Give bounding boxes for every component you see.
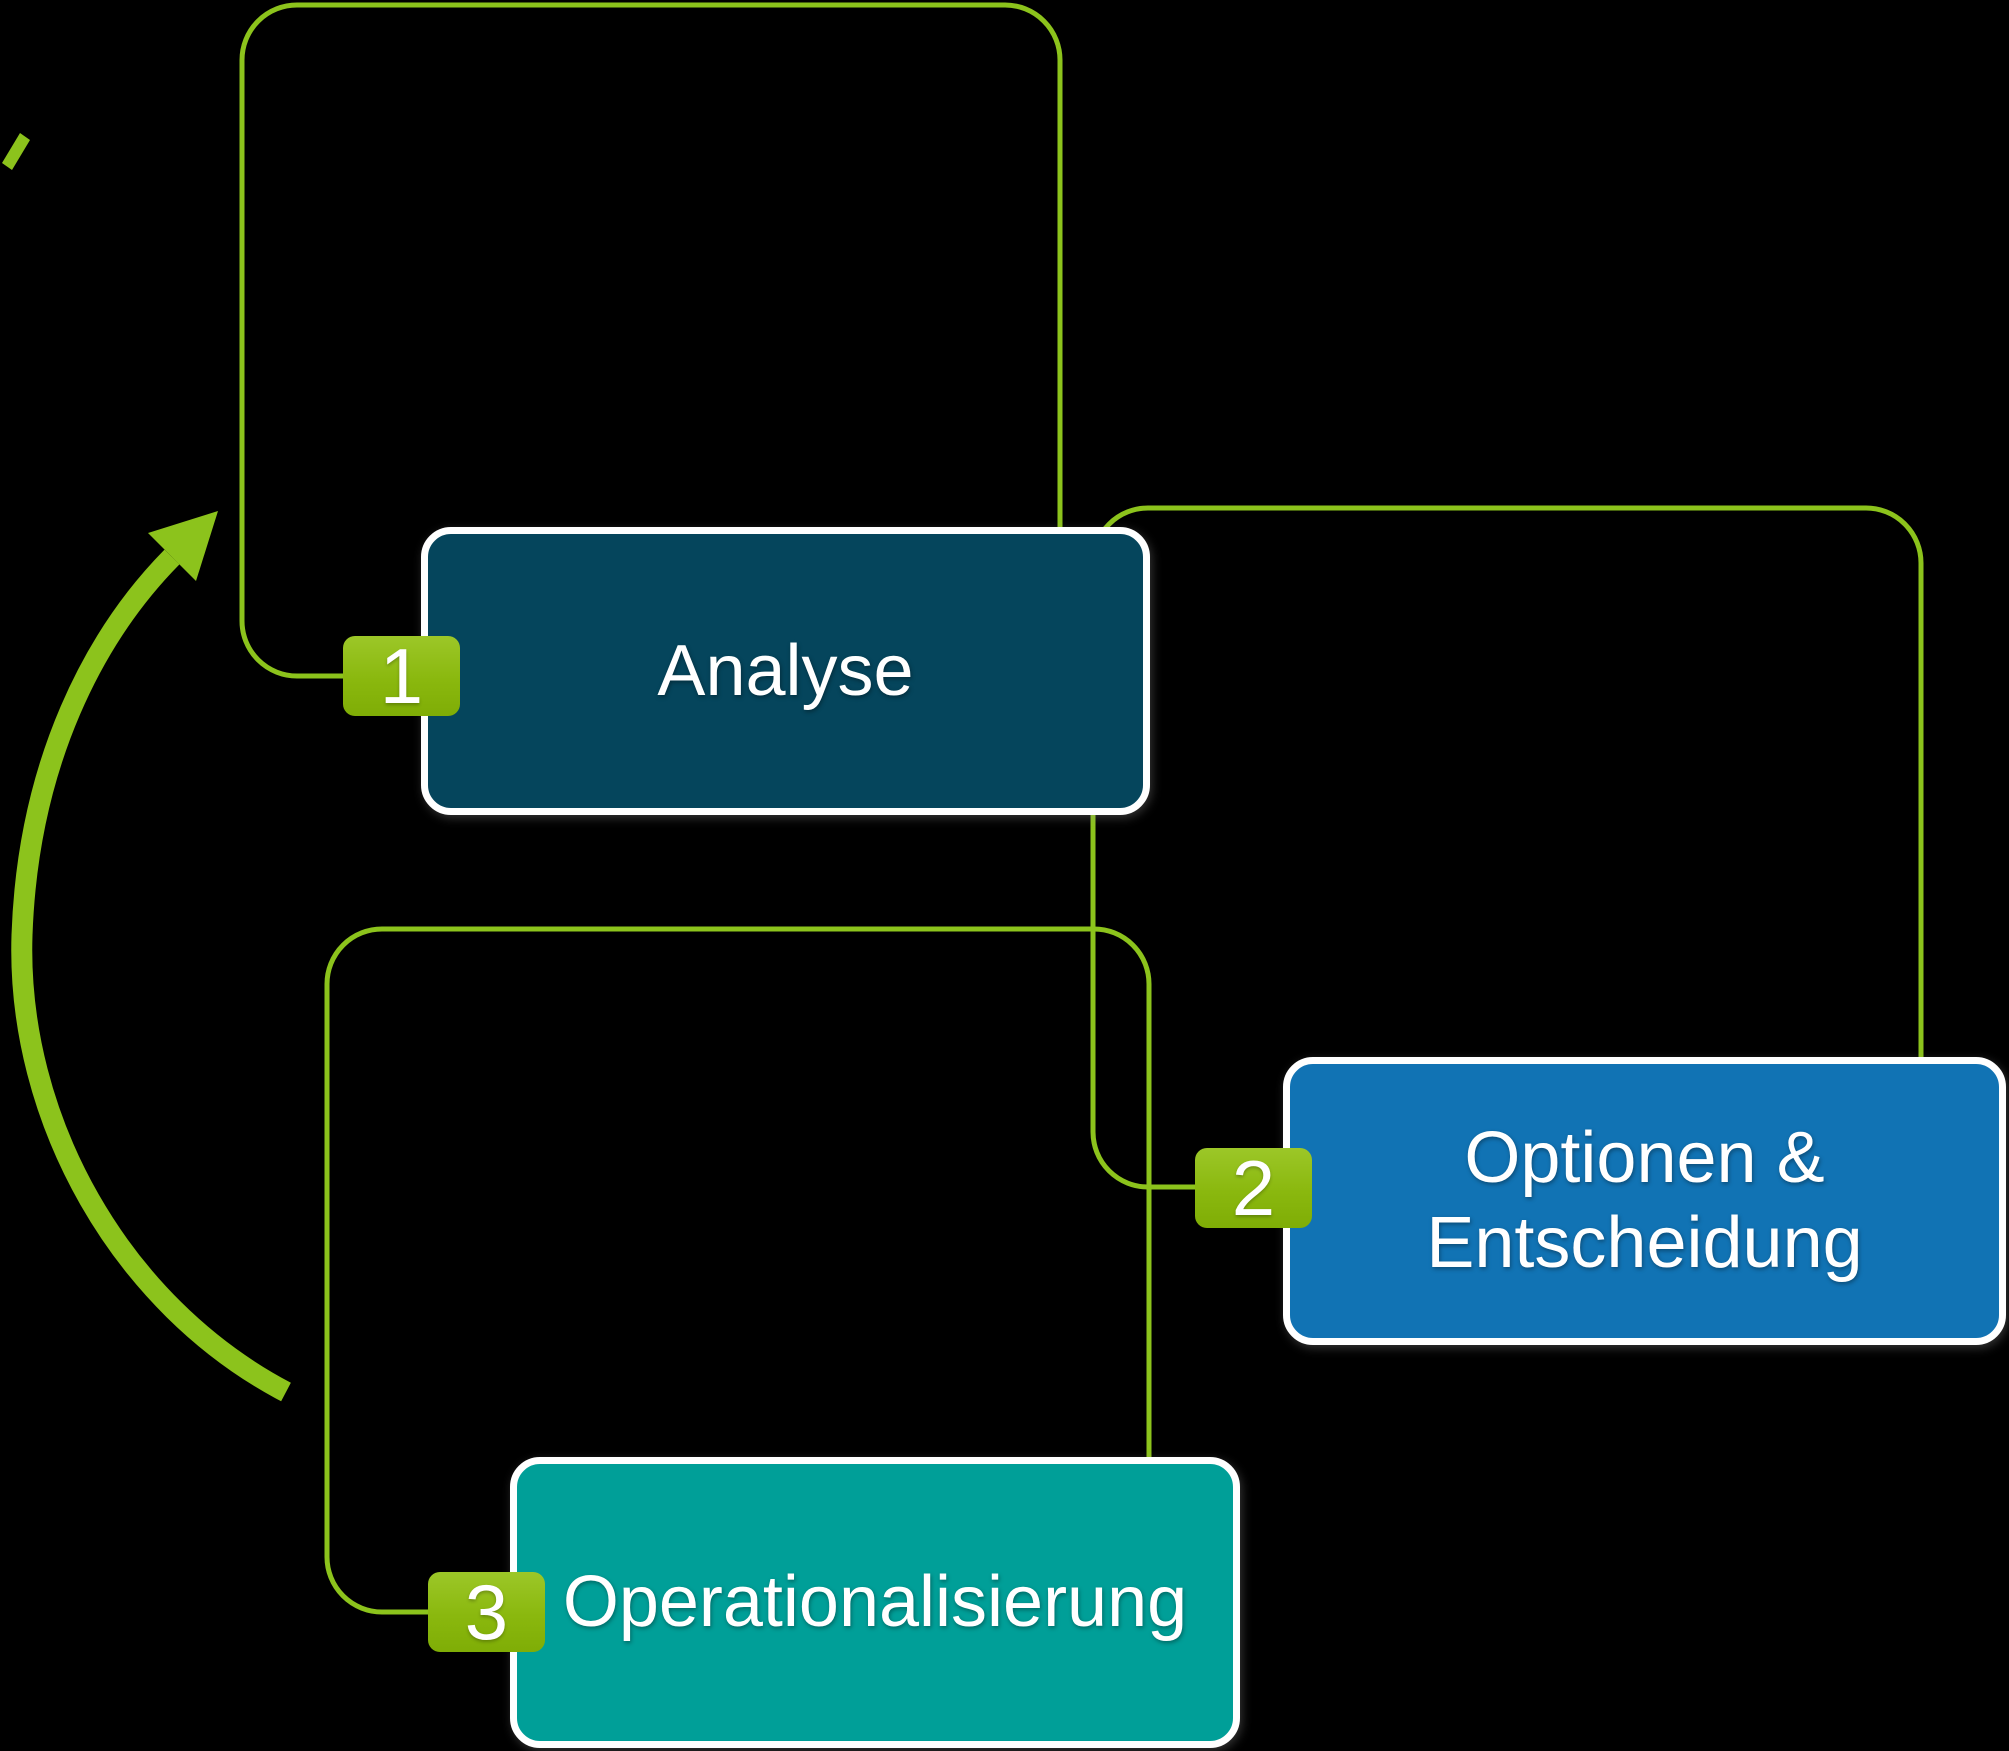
process-box-label-line1: Optionen &: [1464, 1118, 1825, 1199]
step-number: 3: [464, 1567, 509, 1656]
process-box-label: Operationalisierung: [562, 1562, 1188, 1643]
step-badge-2: 2: [1195, 1144, 1312, 1232]
process-box-analyse: Analyse: [421, 527, 1150, 815]
cycle-arrowhead-icon: [148, 511, 218, 581]
process-box-operationalisierung: Operationalisierung: [510, 1457, 1240, 1748]
process-box-label-line2: Entscheidung: [1426, 1203, 1863, 1283]
process-box-optionen-entscheidung: Optionen & Entscheidung: [1283, 1057, 2006, 1345]
step-badge-1: 1: [343, 632, 460, 720]
process-box-label: Analyse: [657, 630, 914, 711]
step-number: 1: [379, 631, 424, 720]
stray-mark: [2, 133, 30, 170]
step-badge-3: 3: [428, 1568, 545, 1656]
step-number: 2: [1231, 1143, 1276, 1232]
cycle-arrow: [11, 549, 291, 1402]
